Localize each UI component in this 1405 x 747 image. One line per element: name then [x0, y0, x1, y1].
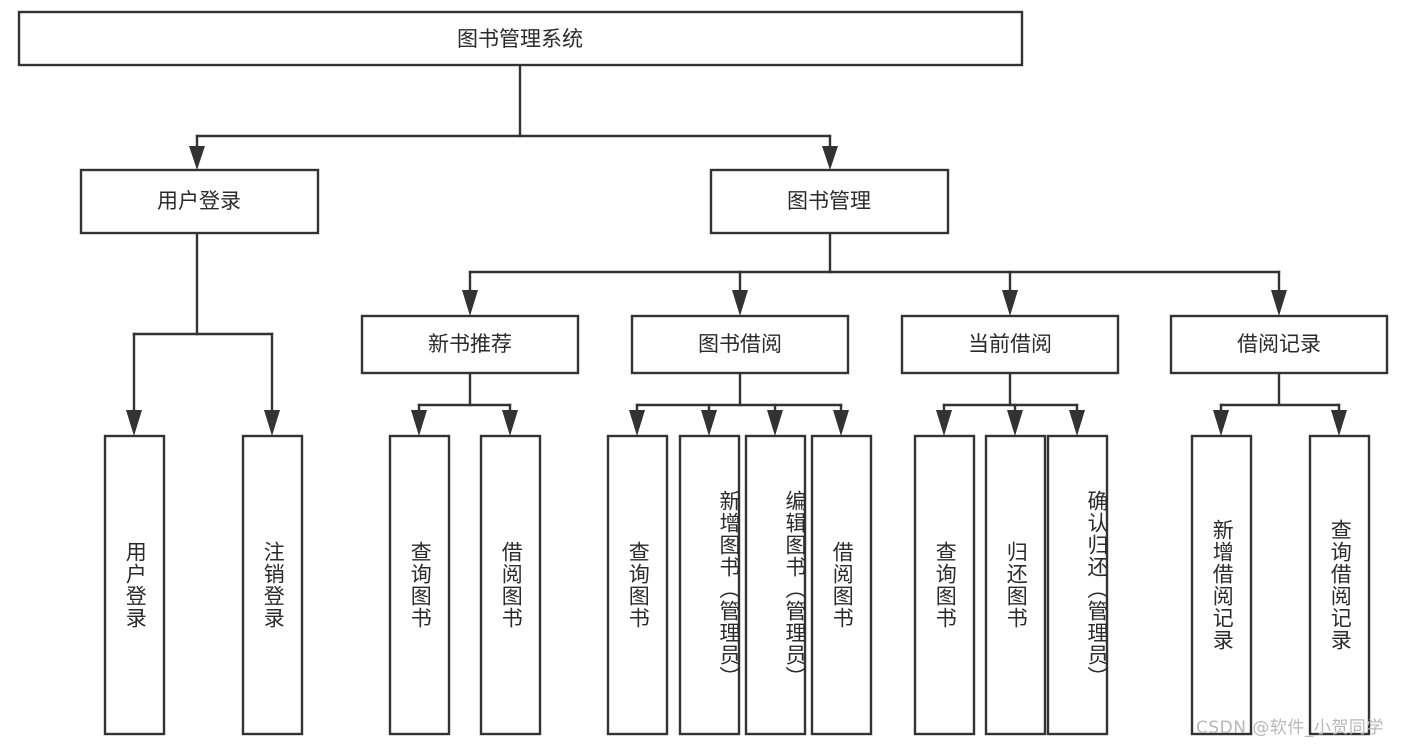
node-borrow-record-box[interactable]	[1169, 314, 1389, 375]
node-new-book-recommend-label: 新书推荐	[428, 332, 512, 356]
arrow-head-leaf-query-book-1	[411, 410, 427, 436]
connector-group-new-book-recommend	[411, 371, 518, 436]
node-user-login-box[interactable]	[79, 168, 320, 235]
node-user-login-label: 用户登录	[157, 189, 241, 213]
node-leaf-return-book-box[interactable]	[984, 434, 1047, 736]
node-new-book-recommend-box[interactable]	[360, 314, 580, 375]
node-current-borrow[interactable]: 当前借阅	[900, 314, 1120, 375]
csdn-watermark: CSDN @软件_小贺同学	[1196, 718, 1384, 738]
node-new-book-recommend[interactable]: 新书推荐	[360, 314, 580, 375]
node-book-borrow[interactable]: 图书借阅	[630, 314, 850, 375]
node-book-manage[interactable]: 图书管理	[709, 168, 950, 235]
node-root-label: 图书管理系统	[457, 27, 583, 51]
node-borrow-record[interactable]: 借阅记录	[1169, 314, 1389, 375]
node-current-borrow-box[interactable]	[900, 314, 1120, 375]
arrow-head-leaf-add-record	[1213, 410, 1229, 436]
arrow-head-borrow-record	[1271, 290, 1287, 316]
connector-group-book-borrow	[629, 371, 849, 436]
node-leaf-query-book-3-box[interactable]	[913, 434, 976, 736]
node-book-manage-label: 图书管理	[787, 189, 871, 213]
node-borrow-record-label: 借阅记录	[1237, 332, 1321, 356]
arrow-head-leaf-query-book-2	[629, 410, 645, 436]
node-leaf-add-record-box[interactable]	[1190, 434, 1253, 736]
node-leaf-borrow-book-1-box[interactable]	[479, 434, 542, 736]
node-user-login[interactable]: 用户登录	[79, 168, 320, 235]
node-leaf-query-book-2-box[interactable]	[606, 434, 669, 736]
node-leaf-query-book-1-box[interactable]	[388, 434, 451, 736]
arrow-head-leaf-return-book	[1007, 410, 1023, 436]
arrow-head-leaf-confirm-return	[1069, 410, 1085, 436]
connector-group-borrow-record	[1213, 371, 1347, 436]
arrow-head-leaf-query-book-3	[936, 410, 952, 436]
arrow-head-book-borrow	[732, 290, 748, 316]
node-leaf-edit-book-box[interactable]	[744, 434, 807, 736]
node-leaf-query-record-box[interactable]	[1308, 434, 1371, 736]
arrow-head-leaf-logout-login	[264, 410, 280, 436]
node-leaf-borrow-book-2-box[interactable]	[810, 434, 873, 736]
arrow-head-user-login	[189, 146, 205, 170]
node-leaf-add-book-box[interactable]	[678, 434, 741, 736]
arrow-head-leaf-borrow-book-1	[502, 410, 518, 436]
arrow-head-new-book-recommend	[462, 290, 478, 316]
node-current-borrow-label: 当前借阅	[968, 332, 1052, 356]
arrow-head-leaf-borrow-book-2	[833, 410, 849, 436]
node-leaf-logout-login-box[interactable]	[241, 434, 304, 736]
arrow-head-leaf-edit-book	[767, 410, 783, 436]
connector-group-current-borrow	[936, 371, 1085, 436]
connector-group-root	[189, 63, 838, 170]
node-root-box[interactable]	[17, 10, 1024, 67]
node-root[interactable]: 图书管理系统	[17, 10, 1024, 67]
node-book-borrow-box[interactable]	[630, 314, 850, 375]
node-book-borrow-label: 图书借阅	[698, 332, 782, 356]
node-book-manage-box[interactable]	[709, 168, 950, 235]
arrow-head-current-borrow	[1002, 290, 1018, 316]
arrow-head-leaf-query-record	[1331, 410, 1347, 436]
arrow-head-book-manage	[822, 146, 838, 170]
node-leaf-user-login-box[interactable]	[103, 434, 166, 736]
arrow-head-leaf-add-book	[701, 410, 717, 436]
connector-group-book-manage	[462, 231, 1287, 316]
arrow-head-leaf-user-login	[126, 410, 142, 436]
connector-group-user-login	[126, 231, 280, 436]
node-leaf-confirm-return-box[interactable]	[1046, 434, 1109, 736]
